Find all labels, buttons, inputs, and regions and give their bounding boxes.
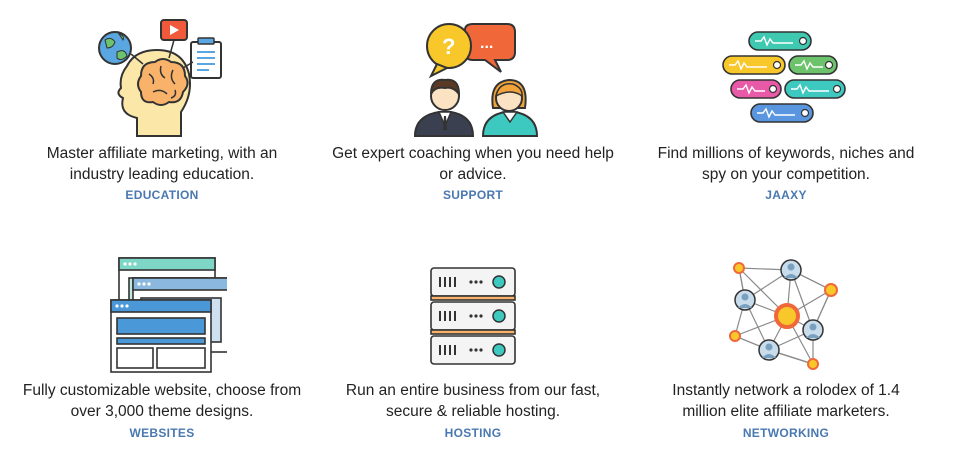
keyword-tags-icon [624,18,948,138]
bubble-question: ? [442,34,455,59]
feature-tag-jaaxy[interactable]: JAAXY [765,188,807,202]
feature-description: Run an entire business from our fast, se… [311,380,635,422]
description-line: Master affiliate marketing, with an [46,145,278,162]
description-line: Run an entire business from our fast, [345,382,601,399]
description-line: industry leading education. [69,166,255,183]
server-stack-icon [311,256,635,374]
feature-tag-education[interactable]: EDUCATION [125,188,199,202]
bubble-dots: ... [480,35,493,52]
feature-description: Get expert coaching when you need help o… [311,143,635,185]
description-line: Get expert coaching when you need help [332,145,614,162]
description-line: million elite affiliate marketers. [682,403,890,420]
chat-people-icon: ... ? [311,18,635,138]
feature-description: Find millions of keywords, niches and sp… [624,143,948,185]
feature-description: Master affiliate marketing, with an indu… [0,143,324,185]
description-line: spy on your competition. [701,166,870,183]
description-line: Instantly network a rolodex of 1.4 [672,382,900,399]
browser-windows-icon [0,256,324,374]
feature-tag-networking[interactable]: NETWORKING [742,426,830,440]
description-line: over 3,000 theme designs. [70,403,254,420]
description-line: Fully customizable website, choose from [22,382,302,399]
description-line: Find millions of keywords, niches and [657,145,915,162]
feature-description: Instantly network a rolodex of 1.4 milli… [624,380,948,422]
brain-learning-icon [0,18,324,138]
network-graph-icon [624,256,948,374]
feature-tag-support[interactable]: SUPPORT [442,188,504,202]
feature-tag-websites[interactable]: WEBSITES [129,426,195,440]
description-line: or advice. [439,166,507,183]
feature-tag-hosting[interactable]: HOSTING [444,426,502,440]
description-line: secure & reliable hosting. [385,403,561,420]
feature-description: Fully customizable website, choose from … [0,380,324,422]
